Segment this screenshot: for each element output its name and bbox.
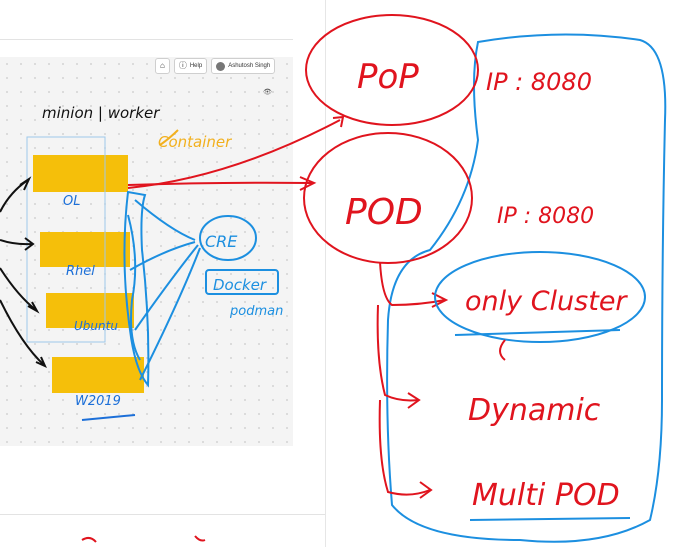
sticky-note-ol[interactable]: [33, 155, 128, 192]
top-divider: [0, 39, 293, 40]
container-label: Container: [158, 133, 232, 151]
bottom-red-marks: [81, 535, 206, 543]
selection-box: [26, 136, 106, 343]
pane-divider: [325, 0, 326, 547]
docker-label: Docker: [213, 276, 267, 294]
multi-pod-label: Multi POD: [472, 478, 620, 513]
black-arrows: [0, 176, 47, 368]
blue-scribble-connectors: [123, 190, 201, 388]
label-ubuntu: Ubuntu: [74, 319, 118, 333]
label-w2019: W2019: [75, 394, 121, 409]
label-rhel: Rhel: [66, 264, 95, 279]
pod-top-label: PoP: [357, 57, 419, 97]
sticky-note-ubuntu[interactable]: [46, 293, 134, 328]
ip-top-label: IP : 8080: [486, 68, 592, 96]
bottom-divider: [0, 514, 325, 515]
home-button[interactable]: ⌂: [155, 58, 170, 74]
cre-label: CRE: [205, 232, 238, 251]
arrow-to-w2019: [0, 299, 45, 366]
cre-circle: [199, 215, 257, 261]
pod-main-label: POD: [345, 192, 423, 233]
only-cluster-circle: [434, 251, 646, 343]
red-arrow-ol-to-pod: [127, 115, 345, 191]
home-icon: ⌂: [160, 61, 165, 70]
pod-main-circle: [303, 132, 473, 264]
user-button[interactable]: Ashutosh Singh: [211, 58, 276, 74]
cluster-underline: [454, 329, 621, 336]
eye-icon[interactable]: 👁: [263, 89, 272, 96]
heading-minion-worker: minion | worker: [42, 104, 160, 122]
pod-top-circle: [305, 14, 479, 126]
ip-main-label: IP : 8080: [497, 204, 594, 229]
info-icon: ⓘ: [178, 61, 187, 70]
help-button[interactable]: ⓘ Help: [173, 58, 208, 74]
w2019-underline: [81, 414, 136, 421]
user-name: Ashutosh Singh: [228, 63, 271, 69]
dynamic-label: Dynamic: [468, 393, 601, 428]
docker-box: [205, 269, 279, 295]
multi-pod-underline: [469, 517, 631, 521]
arrow-to-rhel: [0, 239, 33, 246]
arrow-to-ubuntu: [0, 267, 37, 311]
only-cluster-label: only Cluster: [465, 286, 628, 317]
container-pointer: [159, 129, 179, 146]
red-flow-arrows: [376, 261, 449, 499]
label-ol: OL: [63, 194, 80, 209]
cluster-tail: [499, 339, 506, 361]
sticky-note-rhel[interactable]: [40, 232, 130, 267]
whiteboard-screenshot: ⌂ ⓘ Help Ashutosh Singh 👁: [0, 0, 325, 547]
arrow-to-ol: [0, 179, 29, 213]
whiteboard-toolbar: ⌂ ⓘ Help Ashutosh Singh: [155, 58, 276, 74]
avatar: [216, 61, 226, 71]
blue-enclosure: [386, 33, 667, 543]
sticky-note-w2019[interactable]: [52, 357, 144, 393]
help-label: Help: [189, 63, 203, 69]
podman-label: podman: [229, 304, 283, 319]
